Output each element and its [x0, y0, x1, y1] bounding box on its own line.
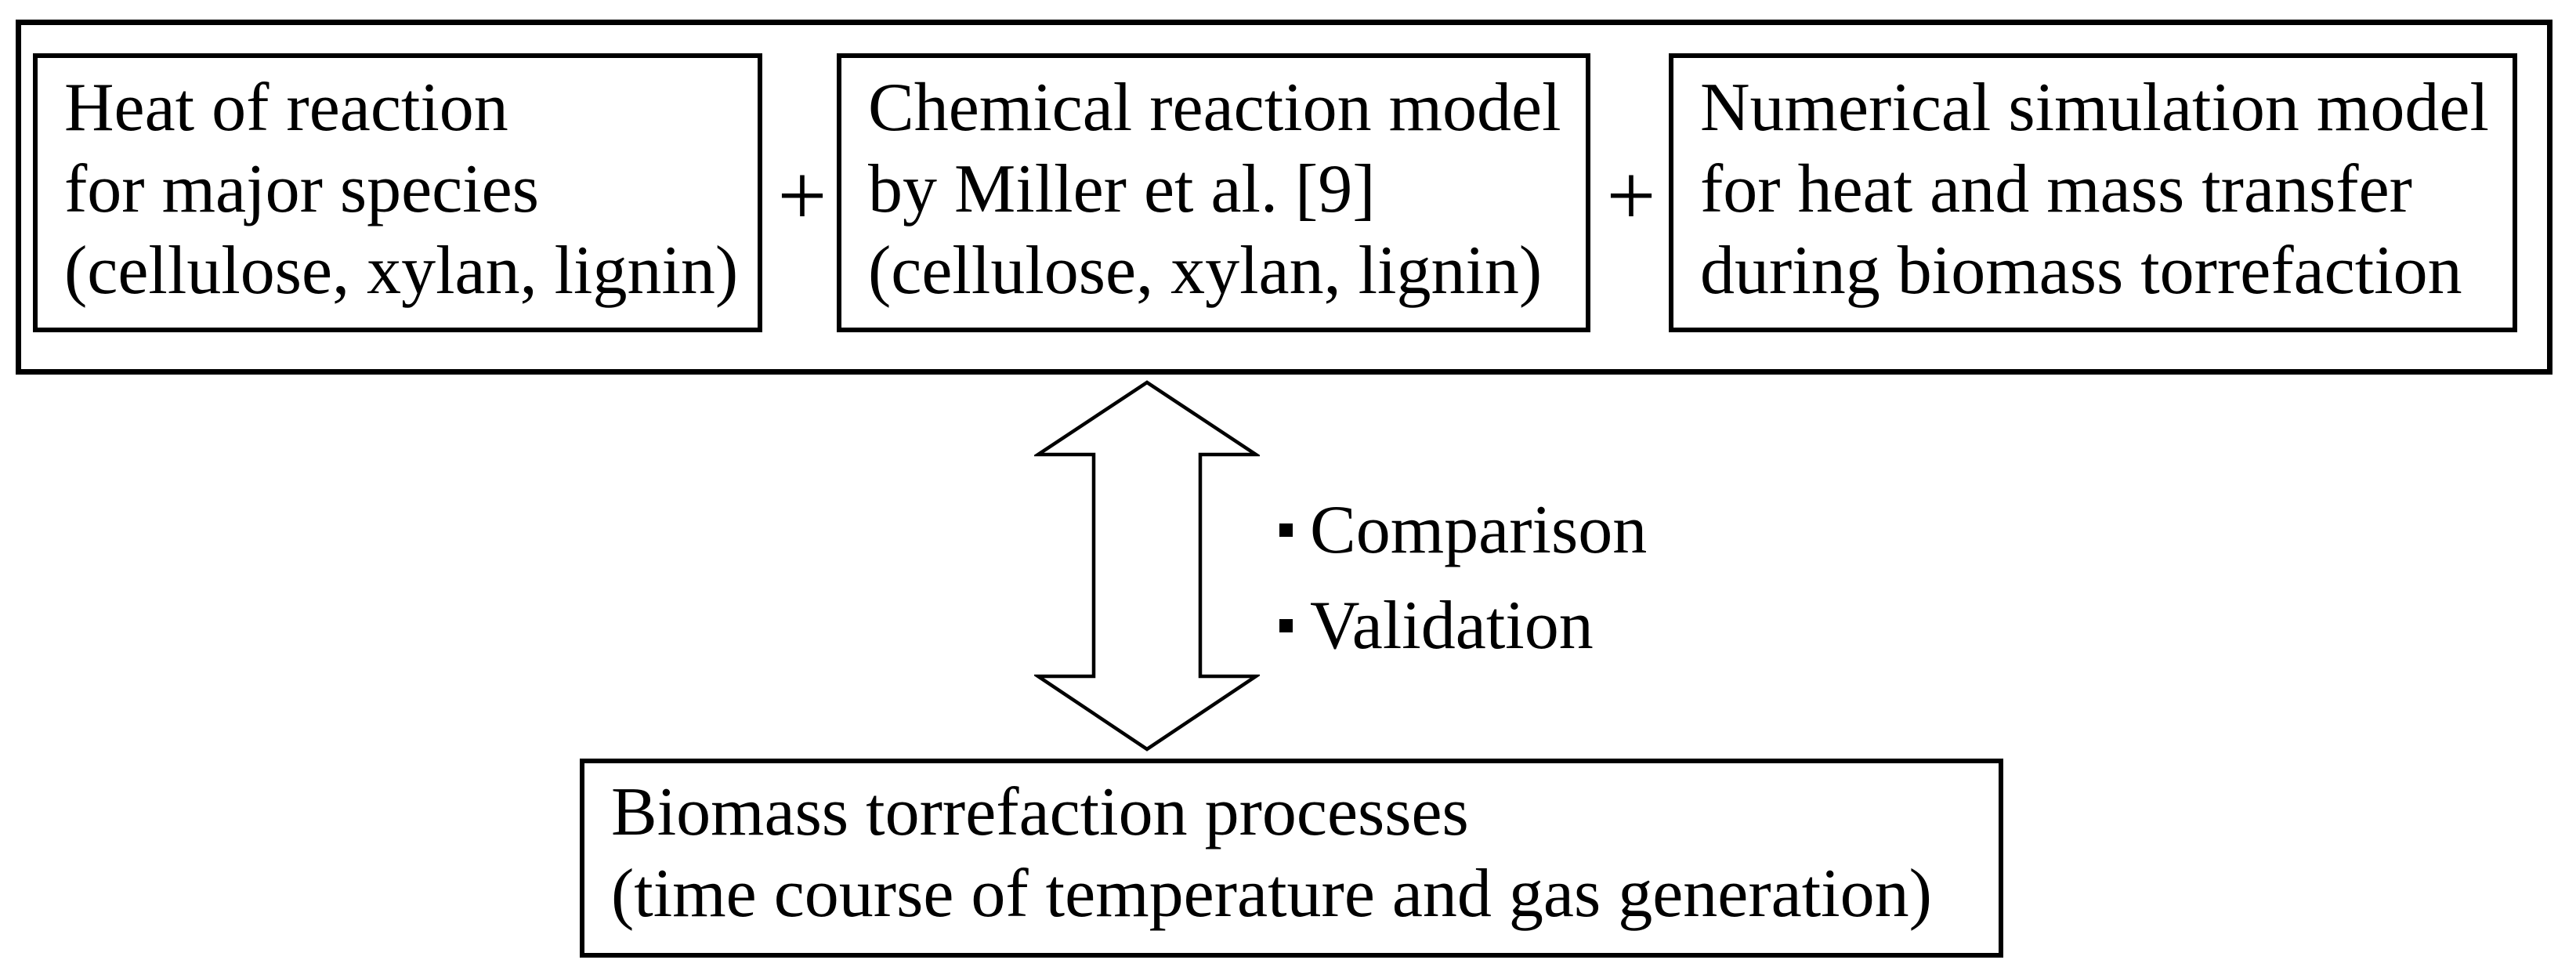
annotation-label: Comparison [1310, 491, 1648, 568]
plus-operator: + [777, 147, 827, 244]
chemical-reaction-model-box: Chemical reaction model by Miller et al.… [837, 53, 1590, 332]
box-text-line: (time course of temperature and gas gene… [611, 856, 1932, 932]
numerical-simulation-model-box: Numerical simulation model for heat and … [1669, 53, 2517, 332]
square-bullet-icon [1279, 618, 1293, 632]
box-text-line: during biomass torrefaction [1700, 233, 2462, 309]
plus-operator: + [1606, 147, 1656, 244]
annotation-label: Validation [1310, 587, 1594, 664]
heat-of-reaction-box: Heat of reaction for major species (cell… [33, 53, 762, 332]
biomass-torrefaction-result-box: Biomass torrefaction processes (time cou… [580, 759, 2003, 958]
double-headed-arrow-icon [1034, 380, 1260, 752]
box-text-line: Chemical reaction model [868, 70, 1561, 146]
box-text-line: Numerical simulation model [1700, 70, 2489, 146]
box-text-line: for major species [64, 151, 539, 227]
annotation-item: Validation [1279, 578, 1647, 673]
box-text-line: by Miller et al. [9] [868, 151, 1376, 227]
annotation-item: Comparison [1279, 482, 1647, 578]
box-text-line: for heat and mass transfer [1700, 151, 2412, 227]
box-text-line: Biomass torrefaction processes [611, 774, 1469, 850]
square-bullet-icon [1279, 523, 1293, 537]
box-text-line: (cellulose, xylan, lignin) [64, 233, 739, 309]
box-text-line: Heat of reaction [64, 70, 508, 146]
arrow-annotation-list: Comparison Validation [1279, 482, 1647, 673]
box-text-line: (cellulose, xylan, lignin) [868, 233, 1543, 309]
